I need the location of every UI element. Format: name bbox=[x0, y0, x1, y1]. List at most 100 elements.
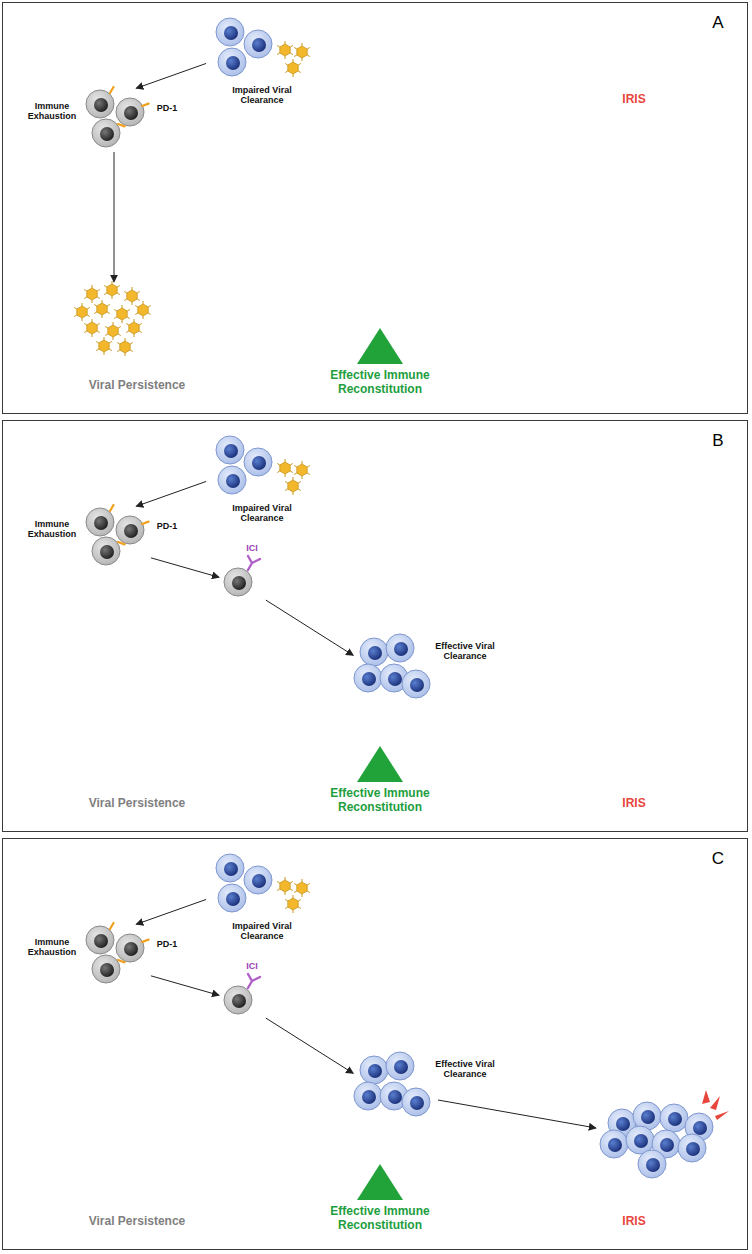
immune-cell bbox=[360, 1056, 388, 1084]
immune-cell bbox=[244, 866, 272, 894]
immune-cell bbox=[216, 436, 244, 464]
pd1-receptor bbox=[142, 104, 149, 106]
immune-cell bbox=[354, 1082, 382, 1110]
cell-group: Impaired Viral Clearance bbox=[208, 17, 316, 109]
immune-cell bbox=[386, 634, 414, 662]
pd1-receptor bbox=[110, 923, 114, 929]
cell-group: ICI bbox=[221, 959, 267, 1017]
reconstitution-triangle bbox=[357, 1164, 403, 1200]
immune-cell bbox=[402, 670, 430, 698]
immune-cell bbox=[218, 466, 246, 494]
cell-label: Impaired Viral Clearance bbox=[226, 503, 298, 524]
cell-group: Impaired Viral Clearance bbox=[208, 435, 316, 527]
virus-particle bbox=[84, 285, 100, 303]
flow-arrow bbox=[151, 558, 219, 577]
panel: AImpaired Viral ClearanceImmune Exhausti… bbox=[2, 2, 748, 414]
ici-antibody bbox=[248, 974, 260, 988]
outcome-label: Effective Immune Reconstitution bbox=[305, 786, 455, 815]
exhausted-cell bbox=[92, 119, 120, 147]
exhausted-cell bbox=[92, 537, 120, 565]
virus-particle bbox=[285, 477, 301, 495]
immune-cell bbox=[218, 884, 246, 912]
exhausted-cell bbox=[86, 508, 114, 536]
immune-cell bbox=[244, 30, 272, 58]
virus-particle bbox=[96, 337, 112, 355]
panel-illustration bbox=[86, 436, 430, 782]
virus-particle bbox=[294, 461, 310, 479]
flow-arrow bbox=[151, 976, 219, 995]
virus-particle bbox=[114, 305, 130, 323]
cell-label: PD-1 bbox=[153, 103, 181, 113]
virus-particle bbox=[84, 319, 100, 337]
exhausted-cell bbox=[116, 516, 144, 544]
ici-antibody bbox=[248, 556, 260, 570]
exhausted-cell bbox=[116, 98, 144, 126]
immune-cell bbox=[216, 854, 244, 882]
exhausted-cell bbox=[224, 986, 252, 1014]
pd1-receptor bbox=[110, 87, 114, 93]
inflammation-mark bbox=[702, 1090, 710, 1104]
exhausted-cell bbox=[224, 568, 252, 596]
exhausted-cell bbox=[86, 926, 114, 954]
pd1-receptor bbox=[110, 505, 114, 511]
virus-particle bbox=[135, 301, 151, 319]
flow-arrow bbox=[136, 899, 206, 924]
virus-particle bbox=[277, 877, 293, 895]
virus-particle bbox=[117, 338, 133, 356]
cell-group: Impaired Viral Clearance bbox=[208, 853, 316, 945]
cell-label: PD-1 bbox=[153, 521, 181, 531]
pd1-receptor bbox=[118, 542, 125, 544]
virus-particle bbox=[277, 41, 293, 59]
immune-cell bbox=[402, 1088, 430, 1116]
outcome-label: IRIS bbox=[604, 1214, 664, 1228]
cell-label: PD-1 bbox=[153, 939, 181, 949]
pd1-receptor bbox=[142, 522, 149, 524]
immune-cell bbox=[600, 1130, 628, 1158]
immune-cell bbox=[216, 18, 244, 46]
outcome-label: Effective Immune Reconstitution bbox=[305, 1204, 455, 1233]
cell-group: Immune ExhaustionPD-1 bbox=[85, 925, 149, 985]
outcome-label: IRIS bbox=[604, 796, 664, 810]
cell-label: ICI bbox=[241, 961, 263, 971]
inflammation-mark bbox=[710, 1096, 720, 1110]
panel: C Impaired Viral ClearanceImmune Exhausti… bbox=[2, 838, 748, 1250]
cell-group: Effective Viral Clearance bbox=[355, 635, 505, 709]
arrow bbox=[114, 152, 115, 282]
reconstitution-triangle bbox=[357, 746, 403, 782]
outcome-label: Viral Persistence bbox=[72, 378, 202, 392]
flow-arrow bbox=[266, 600, 353, 655]
cell-label: Immune Exhaustion bbox=[23, 519, 81, 540]
virus-particle bbox=[105, 322, 121, 340]
pd1-receptor bbox=[118, 124, 125, 126]
flow-arrow bbox=[136, 63, 206, 88]
outcome-label: Viral Persistence bbox=[72, 796, 202, 810]
virus-particle bbox=[294, 43, 310, 61]
panel-letter: C bbox=[703, 849, 733, 869]
immune-cell bbox=[218, 48, 246, 76]
cell-label: Immune Exhaustion bbox=[23, 937, 81, 958]
flow-arrow bbox=[266, 1018, 353, 1073]
inflammation-mark bbox=[715, 1111, 729, 1120]
immune-cell bbox=[678, 1134, 706, 1162]
arrow bbox=[438, 1100, 596, 1128]
immune-cell bbox=[660, 1104, 688, 1132]
panel-letter: B bbox=[703, 431, 733, 451]
virus-particle bbox=[124, 287, 140, 305]
immune-cell bbox=[638, 1150, 666, 1178]
cell-label: ICI bbox=[241, 543, 263, 553]
virus-particle bbox=[104, 281, 120, 299]
virus-particle bbox=[294, 879, 310, 897]
immune-cell bbox=[244, 448, 272, 476]
cell-group: Immune ExhaustionPD-1 bbox=[85, 507, 149, 567]
exhausted-cell bbox=[116, 934, 144, 962]
exhausted-cell bbox=[92, 955, 120, 983]
panel: BImpaired Viral ClearanceImmune Exhausti… bbox=[2, 420, 748, 832]
outcome-label: IRIS bbox=[604, 92, 664, 106]
virus-particle bbox=[74, 303, 90, 321]
virus-particle bbox=[126, 319, 142, 337]
immune-cell bbox=[386, 1052, 414, 1080]
immune-cell bbox=[360, 638, 388, 666]
pd1-receptor bbox=[118, 960, 125, 962]
